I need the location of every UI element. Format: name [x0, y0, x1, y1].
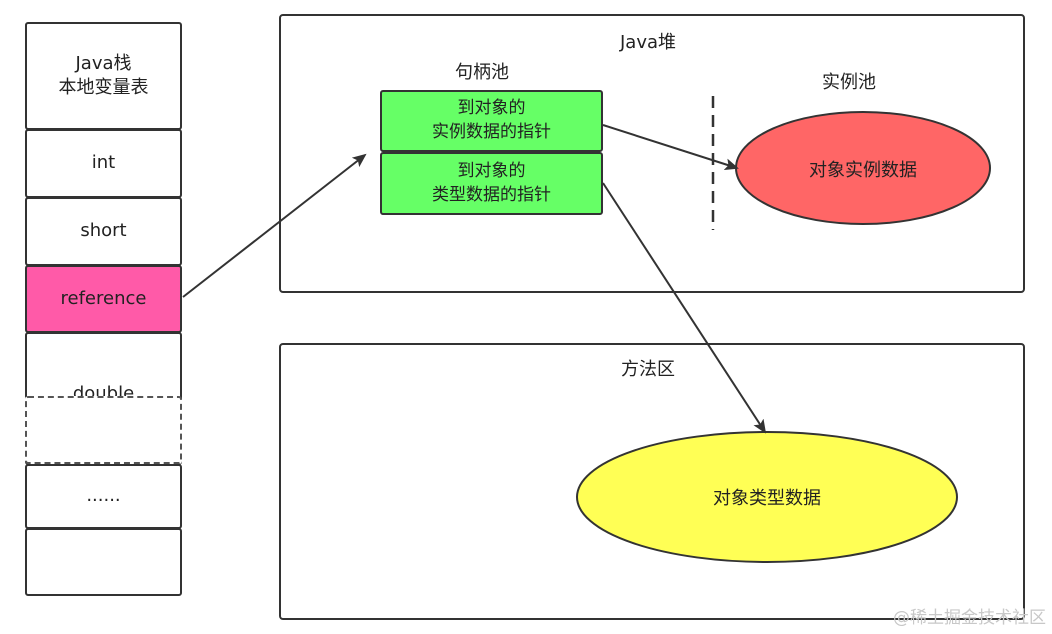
handle-pool-label: 句柄池 — [455, 62, 509, 83]
stack-title: Java栈 本地变量表 — [58, 52, 149, 98]
stack-item-ellipsis-label: ...... — [86, 485, 121, 507]
handle-type-pointer: 到对象的 类型数据的指针 — [380, 152, 603, 215]
type-data-label: 对象类型数据 — [713, 488, 821, 509]
handle-instance-pointer: 到对象的 实例数据的指针 — [380, 90, 603, 152]
java-heap-title: Java堆 — [620, 32, 677, 53]
watermark: @稀土掘金技术社区 — [893, 608, 1046, 628]
stack-item-int-label: int — [91, 152, 116, 174]
stack-item-reference: reference — [25, 265, 182, 333]
type-data-ellipse — [576, 431, 958, 563]
stack-item-double-second-slot — [25, 396, 182, 464]
stack-item-reference-label: reference — [60, 287, 147, 309]
handle-to-type-arrow — [602, 182, 767, 434]
reference-to-handle-arrow — [182, 153, 367, 298]
stack-title-cell: Java栈 本地变量表 — [25, 22, 182, 130]
method-area-title: 方法区 — [621, 359, 675, 380]
handle-instance-pointer-label: 到对象的 实例数据的指针 — [432, 98, 551, 142]
stack-item-empty — [25, 528, 182, 596]
handle-type-pointer-label: 到对象的 类型数据的指针 — [432, 160, 551, 205]
stack-item-short-label: short — [80, 220, 127, 242]
stack-item-int: int — [25, 129, 182, 198]
stack-item-ellipsis: ...... — [25, 464, 182, 529]
instance-data-label: 对象实例数据 — [809, 160, 917, 181]
handle-to-instance-arrow — [602, 124, 739, 171]
instance-pool-label: 实例池 — [822, 72, 876, 93]
